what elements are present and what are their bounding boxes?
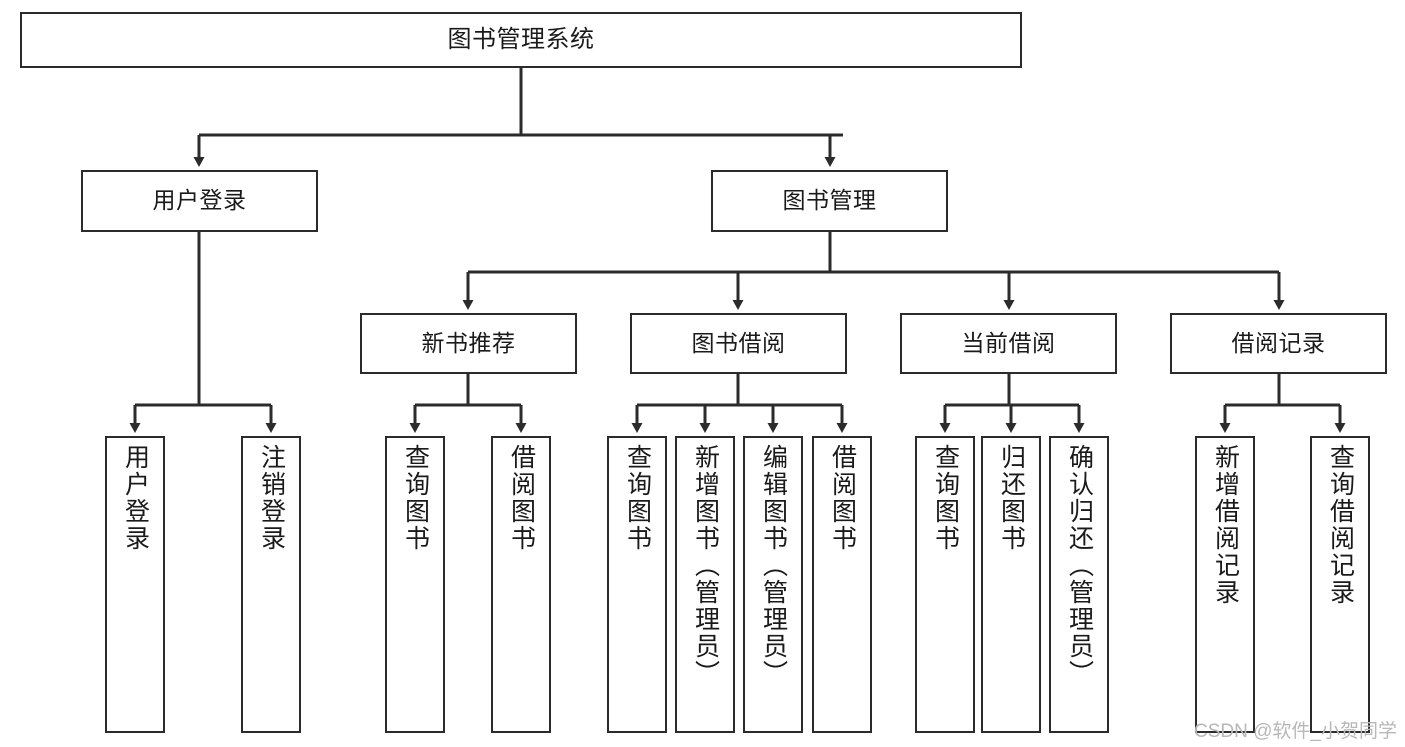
node-leaf-query-record-label: 查询借阅记录 bbox=[1326, 444, 1355, 606]
node-leaf-add-book[interactable]: 新增图书（管理员） bbox=[675, 436, 735, 733]
node-new-book-recommend-label: 新书推荐 bbox=[421, 329, 516, 356]
node-borrow-record[interactable]: 借阅记录 bbox=[1170, 313, 1387, 374]
node-leaf-confirm-return-label: 确认归还（管理员） bbox=[1065, 444, 1094, 687]
node-leaf-borrow-book-2-label: 借阅图书 bbox=[828, 444, 857, 552]
node-user-login-label: 用户登录 bbox=[152, 187, 247, 214]
node-leaf-user-login-label: 用户登录 bbox=[121, 444, 150, 552]
node-leaf-add-book-label: 新增图书（管理员） bbox=[691, 444, 720, 687]
node-leaf-logout-login-label: 注销登录 bbox=[257, 444, 286, 552]
node-current-borrow-label: 当前借阅 bbox=[961, 329, 1056, 356]
node-leaf-query-book-3[interactable]: 查询图书 bbox=[915, 436, 975, 733]
node-leaf-query-record[interactable]: 查询借阅记录 bbox=[1310, 436, 1370, 733]
node-new-book-recommend[interactable]: 新书推荐 bbox=[360, 313, 577, 374]
node-user-login[interactable]: 用户登录 bbox=[81, 170, 318, 232]
node-leaf-return-book[interactable]: 归还图书 bbox=[981, 436, 1041, 733]
node-leaf-add-record[interactable]: 新增借阅记录 bbox=[1195, 436, 1255, 733]
node-current-borrow[interactable]: 当前借阅 bbox=[900, 313, 1117, 374]
node-book-borrow-label: 图书借阅 bbox=[691, 329, 786, 356]
node-leaf-borrow-book-1[interactable]: 借阅图书 bbox=[491, 436, 551, 733]
node-leaf-edit-book[interactable]: 编辑图书（管理员） bbox=[743, 436, 803, 733]
node-book-management[interactable]: 图书管理 bbox=[711, 170, 948, 232]
node-leaf-logout-login[interactable]: 注销登录 bbox=[241, 436, 301, 733]
node-leaf-query-book-3-label: 查询图书 bbox=[931, 444, 960, 552]
node-root-label: 图书管理系统 bbox=[447, 25, 595, 53]
node-leaf-edit-book-label: 编辑图书（管理员） bbox=[759, 444, 788, 687]
node-leaf-confirm-return[interactable]: 确认归还（管理员） bbox=[1049, 436, 1109, 733]
node-leaf-add-record-label: 新增借阅记录 bbox=[1211, 444, 1240, 606]
node-root[interactable]: 图书管理系统 bbox=[20, 12, 1022, 68]
node-leaf-borrow-book-1-label: 借阅图书 bbox=[507, 444, 536, 552]
node-leaf-user-login[interactable]: 用户登录 bbox=[105, 436, 165, 733]
node-book-borrow[interactable]: 图书借阅 bbox=[630, 313, 847, 374]
node-borrow-record-label: 借阅记录 bbox=[1231, 329, 1326, 356]
node-leaf-borrow-book-2[interactable]: 借阅图书 bbox=[812, 436, 872, 733]
node-leaf-query-book-1[interactable]: 查询图书 bbox=[385, 436, 445, 733]
node-book-management-label: 图书管理 bbox=[782, 187, 877, 214]
node-leaf-query-book-2[interactable]: 查询图书 bbox=[607, 436, 667, 733]
node-leaf-query-book-1-label: 查询图书 bbox=[401, 444, 430, 552]
node-leaf-query-book-2-label: 查询图书 bbox=[623, 444, 652, 552]
node-leaf-return-book-label: 归还图书 bbox=[997, 444, 1026, 552]
watermark: CSDN @软件_小贺同学 bbox=[1194, 721, 1397, 742]
